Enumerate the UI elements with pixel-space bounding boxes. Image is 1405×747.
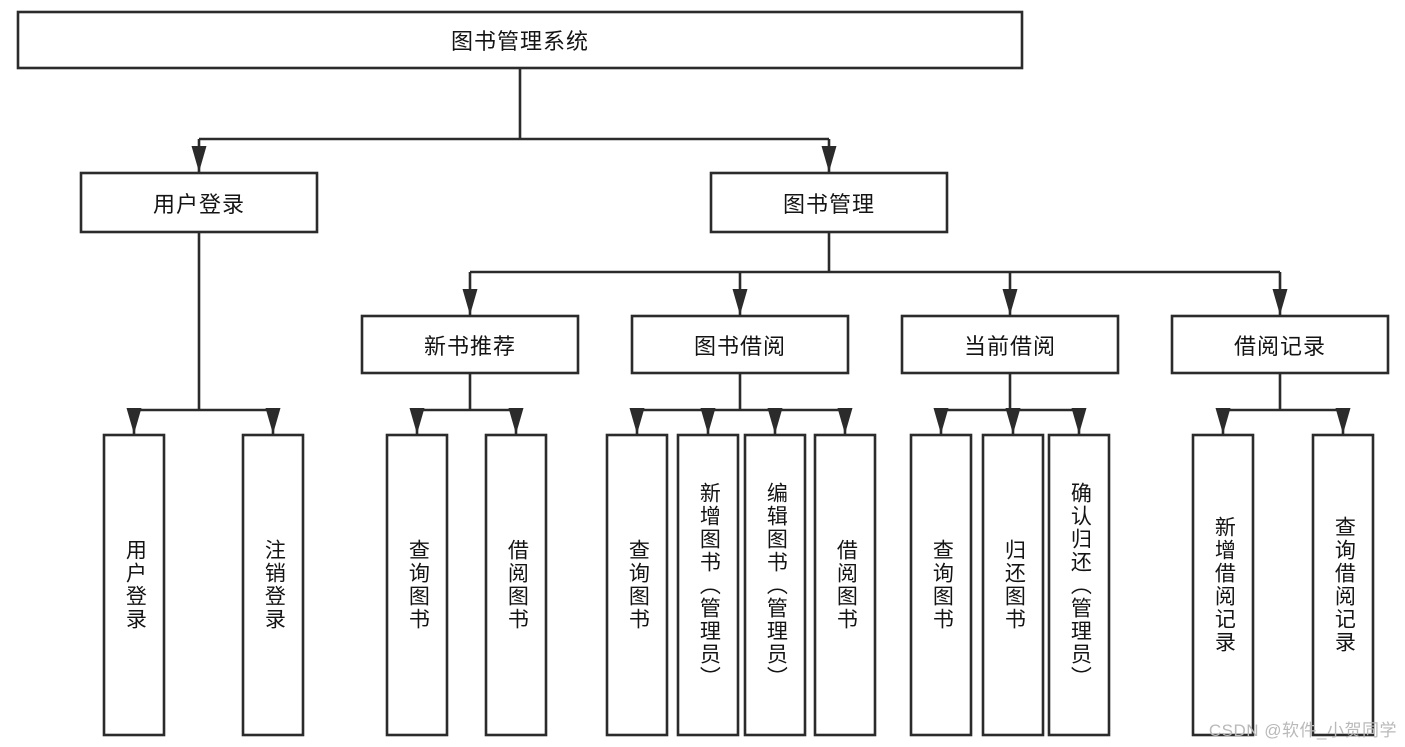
- node-label-level2-1: 图书管理: [782, 191, 875, 217]
- node-label-leaf-7: 借阅图书: [834, 539, 858, 631]
- node-label-root: 图书管理系统: [450, 29, 589, 54]
- node-label-level3-2: 当前借阅: [963, 333, 1056, 359]
- node-box-root[interactable]: [16, 10, 1024, 70]
- arrow-head-icon: [1215, 408, 1231, 434]
- node-box-level3-0[interactable]: [360, 314, 580, 375]
- node-label-level3-0: 新书推荐: [423, 333, 516, 359]
- node-box-leaf-12[interactable]: [1311, 433, 1375, 737]
- node-label-leaf-11: 新增借阅记录: [1212, 516, 1236, 654]
- arrow-head-icon: [700, 408, 716, 434]
- node-box-leaf-10[interactable]: [1047, 433, 1111, 737]
- node-box-layer: [16, 10, 1390, 737]
- node-label-leaf-6: 编辑图书（管理员）: [764, 481, 788, 689]
- node-box-leaf-9[interactable]: [981, 433, 1045, 737]
- arrow-head-icon: [508, 408, 524, 434]
- node-box-leaf-0[interactable]: [102, 433, 166, 737]
- node-box-level3-1[interactable]: [630, 314, 850, 375]
- arrow-head-icon: [462, 289, 478, 315]
- node-label-leaf-4: 查询图书: [626, 539, 650, 631]
- node-label-leaf-0: 用户登录: [123, 539, 147, 631]
- arrow-head-icon: [191, 146, 207, 172]
- arrow-head-icon: [933, 408, 949, 434]
- arrow-head-icon: [1002, 289, 1018, 315]
- arrow-head-icon: [821, 146, 837, 172]
- arrow-head-icon: [1272, 289, 1288, 315]
- node-label-leaf-1: 注销登录: [262, 539, 286, 631]
- node-label-level2-0: 用户登录: [152, 191, 245, 217]
- node-box-leaf-1[interactable]: [241, 433, 305, 737]
- node-box-leaf-8[interactable]: [909, 433, 973, 737]
- arrow-head-icon: [767, 408, 783, 434]
- node-box-level3-2[interactable]: [900, 314, 1120, 375]
- node-box-leaf-4[interactable]: [605, 433, 669, 737]
- node-label-leaf-3: 借阅图书: [505, 539, 529, 631]
- node-label-leaf-10: 确认归还（管理员）: [1068, 481, 1092, 689]
- node-box-leaf-6[interactable]: [743, 433, 807, 737]
- connector-layer: [126, 68, 1351, 435]
- node-box-leaf-3[interactable]: [484, 433, 548, 737]
- node-box-leaf-2[interactable]: [385, 433, 449, 737]
- node-label-leaf-2: 查询图书: [406, 539, 430, 631]
- node-label-leaf-12: 查询借阅记录: [1332, 516, 1356, 654]
- node-box-level2-0[interactable]: [79, 171, 319, 234]
- arrow-head-icon: [837, 408, 853, 434]
- node-label-leaf-8: 查询图书: [930, 539, 954, 631]
- arrow-head-icon: [1335, 408, 1351, 434]
- arrow-head-icon: [265, 408, 281, 434]
- arrow-head-icon: [1071, 408, 1087, 434]
- arrow-head-icon: [732, 289, 748, 315]
- arrow-head-icon: [126, 408, 142, 434]
- arrow-head-icon: [1005, 408, 1021, 434]
- node-label-leaf-9: 归还图书: [1002, 539, 1026, 631]
- node-label-leaf-5: 新增图书（管理员）: [697, 481, 721, 689]
- node-label-level3-1: 图书借阅: [693, 333, 786, 359]
- arrow-head-icon: [629, 408, 645, 434]
- watermark-text: CSDN @软件_小贺同学: [1208, 721, 1397, 740]
- node-box-level2-1[interactable]: [709, 171, 949, 234]
- node-box-leaf-5[interactable]: [676, 433, 740, 737]
- node-box-leaf-11[interactable]: [1191, 433, 1255, 737]
- node-box-level3-3[interactable]: [1170, 314, 1390, 375]
- node-label-level3-3: 借阅记录: [1233, 333, 1326, 359]
- arrow-head-icon: [409, 408, 425, 434]
- node-box-leaf-7[interactable]: [813, 433, 877, 737]
